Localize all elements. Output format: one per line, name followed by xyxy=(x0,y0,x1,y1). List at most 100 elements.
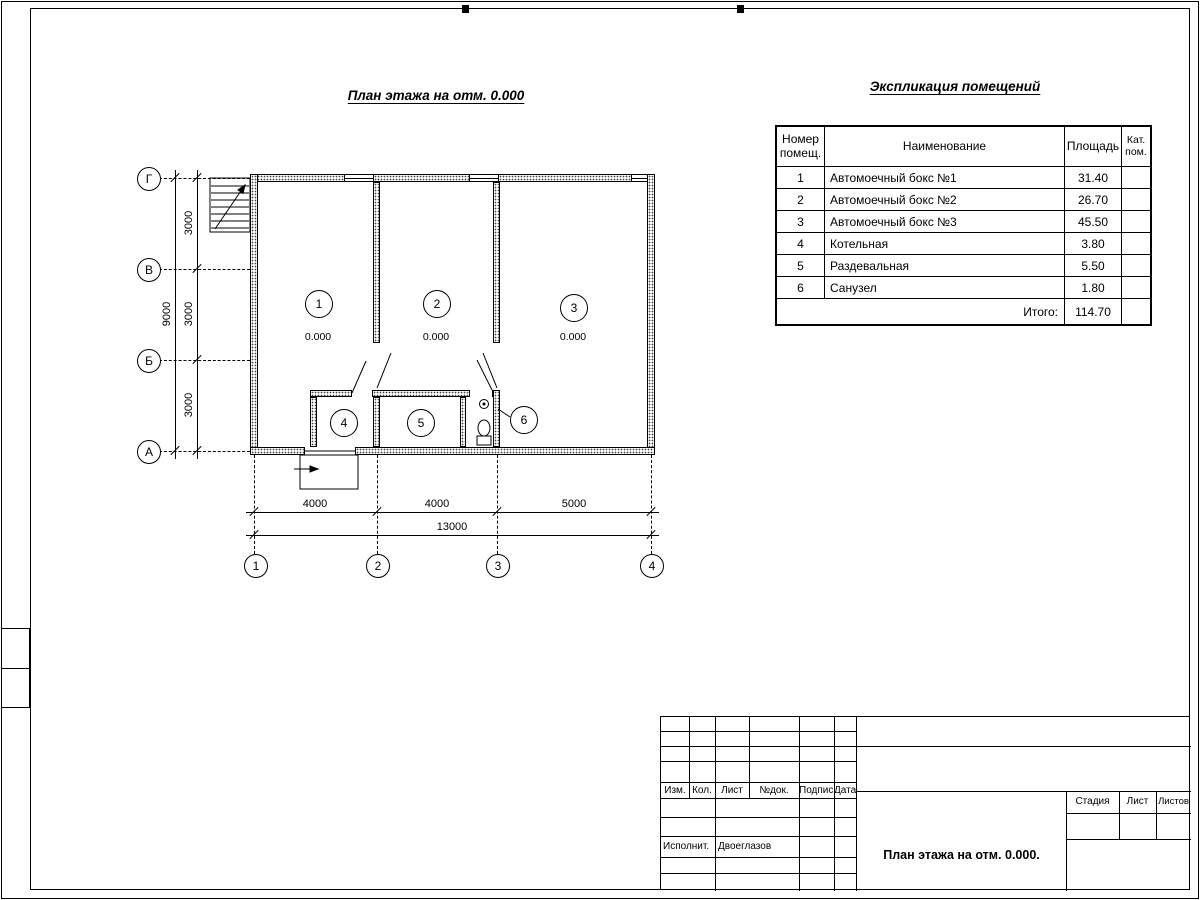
stairs-direction-arrowhead xyxy=(237,183,246,195)
table-cell-area: 5.50 xyxy=(1065,255,1122,277)
left-margin-box-divider xyxy=(2,668,29,669)
title-block-line xyxy=(749,717,750,798)
dim-chain-left-9000 xyxy=(175,170,176,459)
axis-circle-g: Г xyxy=(137,167,161,191)
col-header-name: Наименование xyxy=(825,127,1065,167)
table-cell-name: Автомоечный бокс №2 xyxy=(825,189,1065,211)
window xyxy=(345,174,373,182)
wall-service-top xyxy=(310,390,352,397)
title-block-line xyxy=(1156,791,1157,839)
stairs-outline xyxy=(209,177,251,233)
wall-room6-right xyxy=(493,390,500,447)
dim-label-13000: 13000 xyxy=(436,521,468,533)
wall-service-top xyxy=(372,390,470,397)
title-block-line xyxy=(661,817,856,818)
window xyxy=(470,174,498,182)
axis-circle-v: В xyxy=(137,258,161,282)
axis-line-2 xyxy=(377,455,378,554)
wall-top xyxy=(498,174,632,182)
floor-drain-icon xyxy=(482,402,486,406)
door-leaf xyxy=(351,360,367,394)
tb-executor-label: Исполнит. xyxy=(663,841,710,852)
title-block-line xyxy=(661,746,856,747)
toilet-icon xyxy=(476,435,492,446)
room6-leader-line xyxy=(497,408,511,418)
table-cell-num: 1 xyxy=(777,167,825,189)
title-block-line xyxy=(715,717,716,891)
table-cell-area: 31.40 xyxy=(1065,167,1122,189)
door-leaf xyxy=(476,359,493,391)
title-block-line xyxy=(1066,813,1191,814)
elevation-label: 0.000 xyxy=(304,331,332,343)
tb-sheets-label: Листов xyxy=(1158,796,1189,807)
col-header-num-line1: Номер xyxy=(782,132,819,147)
title-block-line xyxy=(834,717,835,891)
col-header-area: Площадь xyxy=(1065,127,1122,167)
table-cell-num: 3 xyxy=(777,211,825,233)
elevation-label: 0.000 xyxy=(422,331,450,343)
table-cell-name: Автомоечный бокс №3 xyxy=(825,211,1065,233)
table-cell-kat xyxy=(1122,277,1150,299)
tb-stage-label: Стадия xyxy=(1075,796,1110,807)
room-marker-2: 2 xyxy=(423,290,451,318)
room-marker-1: 1 xyxy=(305,290,333,318)
title-block-line xyxy=(1119,791,1120,839)
tb-col-podpis: Подпись xyxy=(799,785,834,796)
axis-line-1 xyxy=(254,455,255,554)
dim-chain-left-3000 xyxy=(197,170,198,459)
axis-line-4 xyxy=(651,455,652,554)
table-cell-num: 2 xyxy=(777,189,825,211)
table-cell-area: 3.80 xyxy=(1065,233,1122,255)
col-header-num: Номер помещ. xyxy=(777,127,825,167)
title-block-line xyxy=(856,717,857,891)
table-cell-kat xyxy=(1122,167,1150,189)
sheet-frame xyxy=(30,8,1190,890)
table-cell-kat xyxy=(1122,233,1150,255)
title-block-line xyxy=(1066,791,1067,891)
wall-room4-left xyxy=(310,397,317,447)
title-block-line xyxy=(856,746,1191,747)
wall-top xyxy=(373,174,470,182)
entrance-porch xyxy=(299,454,359,490)
tb-col-ndok: №док. xyxy=(759,785,789,796)
table-total-value: 114.70 xyxy=(1065,299,1122,324)
frame-tick xyxy=(737,5,744,13)
door-leaf xyxy=(376,352,392,389)
elevation-label: 0.000 xyxy=(559,331,587,343)
explication-table: Номер помещ. Наименование Площадь Кат. п… xyxy=(775,125,1152,326)
tb-col-data: Дата xyxy=(834,785,856,796)
wall-bay2-bay3 xyxy=(493,182,500,343)
tb-col-izm: Изм. xyxy=(664,785,686,796)
title-block-line xyxy=(661,798,856,799)
table-cell-area: 26.70 xyxy=(1065,189,1122,211)
frame-tick xyxy=(462,5,469,13)
table-total-label: Итого: xyxy=(777,299,1065,324)
axis-line-v xyxy=(159,269,250,270)
tb-sheet-label: Лист xyxy=(1126,796,1149,807)
room-marker-5: 5 xyxy=(407,409,435,437)
dim-chain-bottom-segments xyxy=(246,512,659,513)
title-block-line xyxy=(661,782,856,783)
table-cell-num: 5 xyxy=(777,255,825,277)
entrance-arrow-head xyxy=(309,465,320,473)
wall-bottom xyxy=(250,447,305,455)
room-marker-3: 3 xyxy=(560,294,588,322)
floor-drain-icon xyxy=(479,399,489,409)
axis-circle-a: А xyxy=(137,440,161,464)
title-block-line xyxy=(661,761,856,762)
dim-label-4000: 4000 xyxy=(424,498,450,510)
title-block-line xyxy=(661,873,856,874)
title-block-line xyxy=(856,791,1191,792)
dim-label-4000: 4000 xyxy=(302,498,328,510)
col-header-kat: Кат. пом. xyxy=(1122,127,1150,167)
table-cell-name: Санузел xyxy=(825,277,1065,299)
tb-col-list: Лист xyxy=(721,785,743,796)
left-margin-box xyxy=(1,628,30,708)
axis-circle-2: 2 xyxy=(366,554,390,578)
table-cell-kat xyxy=(1122,189,1150,211)
tb-executor-name: Двоеглазов xyxy=(718,841,772,852)
axis-circle-4: 4 xyxy=(640,554,664,578)
title-block-line xyxy=(1066,839,1191,840)
window xyxy=(632,174,650,182)
